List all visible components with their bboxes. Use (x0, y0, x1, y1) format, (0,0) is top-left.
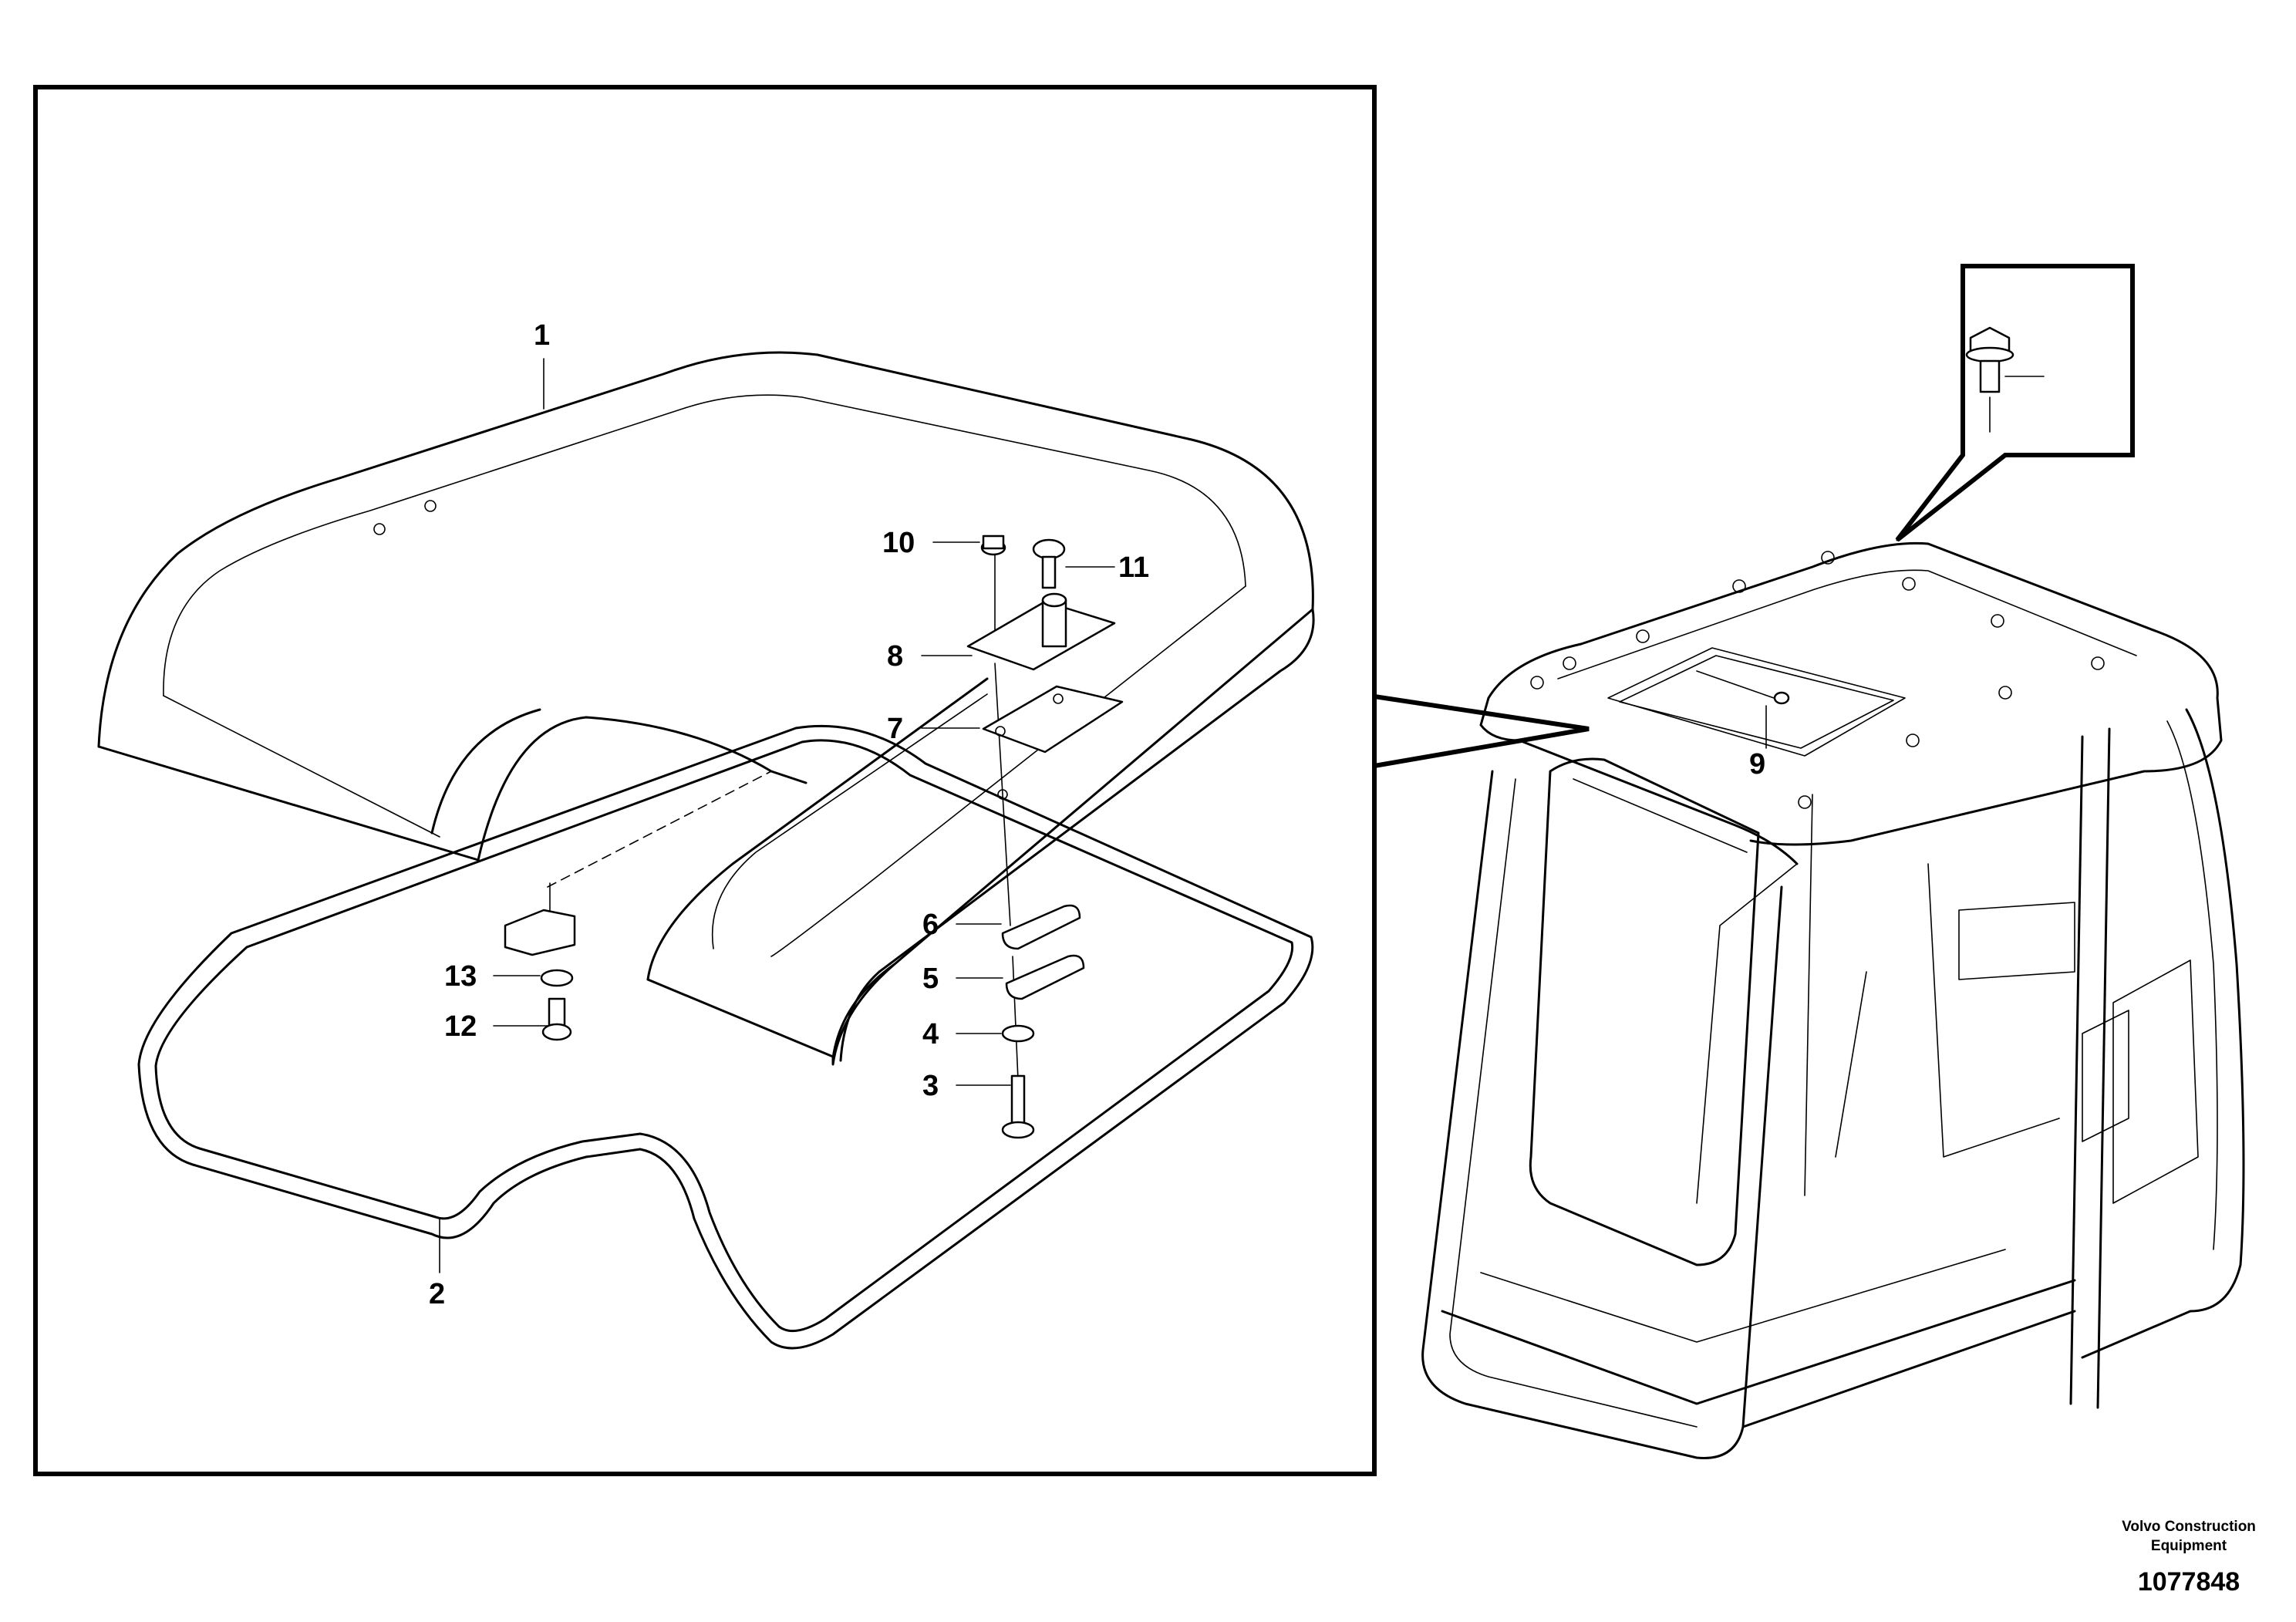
callout-2: 2 (429, 1278, 445, 1310)
callout-10: 10 (882, 527, 915, 559)
document-number: 1077848 (2138, 1567, 2240, 1597)
callout-1: 1 (534, 319, 550, 352)
roof-window-panel (97, 351, 1315, 1066)
hardware-stack-right (966, 534, 1124, 1139)
inset-panel-14 (1895, 264, 2135, 542)
callout-3: 3 (922, 1070, 939, 1102)
detail-frame (33, 85, 1377, 1476)
callout-4: 4 (922, 1018, 939, 1050)
callout-11: 11 (1118, 551, 1149, 584)
callout-13: 13 (444, 960, 477, 993)
callout-6: 6 (922, 909, 939, 941)
callout-8: 8 (887, 640, 903, 673)
seal-strip (137, 724, 1314, 1350)
hardware-stack-left (504, 882, 576, 1041)
credit-line-2: Equipment (2151, 1538, 2227, 1554)
callout-7: 7 (887, 713, 903, 745)
callout-9: 9 (1749, 748, 1765, 781)
operator-cab (1421, 330, 2245, 1459)
credit-line-1: Volvo Construction (2122, 1519, 2256, 1535)
leader-lines (439, 358, 1115, 1273)
flange-bolt-14 (1965, 326, 2045, 433)
callout-5: 5 (922, 963, 939, 995)
roof-bolts (1530, 551, 2105, 809)
callout-12: 12 (444, 1010, 477, 1043)
footer: Volvo Construction Equipment 1077848 (2122, 1519, 2256, 1597)
detail-pointer (1374, 694, 1590, 768)
detail-panel: 1 2 3 4 5 6 7 8 9 10 11 12 13 14 (33, 85, 2084, 1476)
